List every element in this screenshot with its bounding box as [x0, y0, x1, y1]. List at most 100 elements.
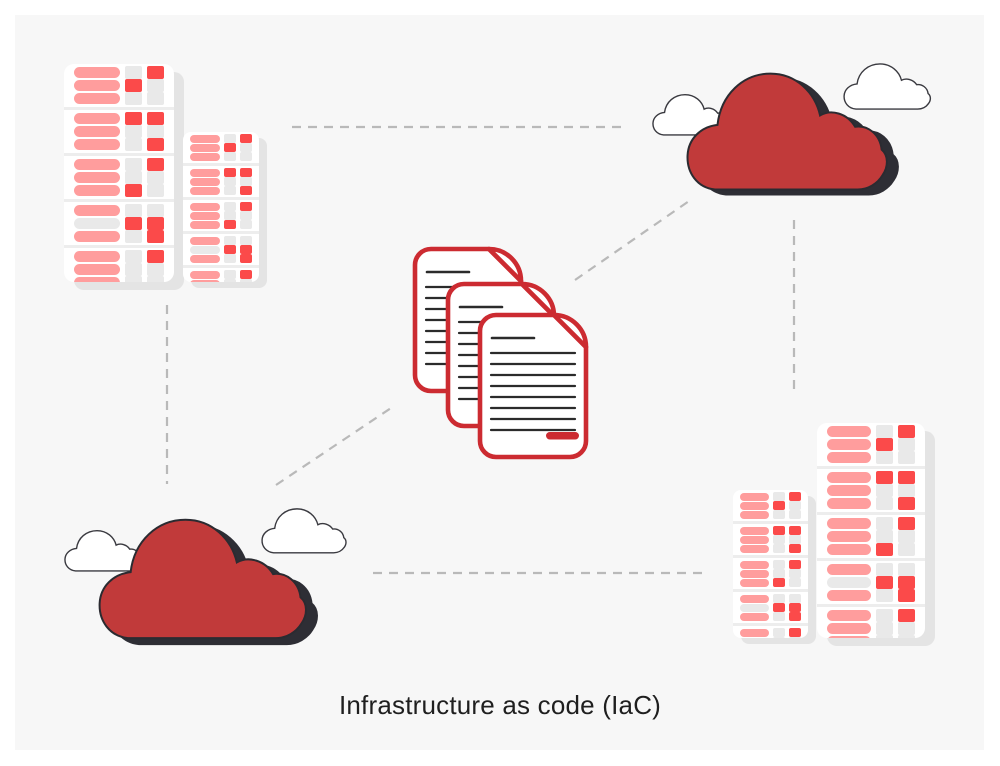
rack-indicator [898, 438, 915, 451]
rack-indicator [147, 158, 164, 171]
rack-indicator [125, 204, 142, 217]
rack-indicator [876, 438, 893, 451]
rack-row [74, 158, 164, 171]
rack-bar [190, 245, 220, 254]
rack-indicator [773, 510, 785, 519]
rack-bar [827, 577, 871, 588]
rack-bar [740, 612, 769, 621]
rack-indicator [125, 276, 142, 282]
rack-section [64, 64, 174, 110]
rack-bar [827, 564, 871, 575]
rack-row [74, 230, 164, 243]
rack-indicator [898, 471, 915, 484]
rack-indicator [898, 484, 915, 497]
rack-indicator [773, 501, 785, 510]
rack-indicator [240, 220, 252, 229]
rack-indicator [876, 517, 893, 530]
rack-bar [740, 560, 769, 569]
rack-indicator [240, 245, 252, 254]
rack-indicator [876, 609, 893, 622]
rack-bar [74, 67, 120, 78]
rack-row [740, 578, 801, 587]
rack-indicator [240, 186, 252, 195]
rack-bar [740, 603, 769, 612]
rack-indicator [240, 134, 252, 143]
rack-bar [74, 251, 120, 262]
server-rack-small [183, 132, 259, 282]
rack-row [74, 79, 164, 92]
rack-section [183, 200, 259, 234]
rack-section [183, 166, 259, 200]
rack-row [740, 569, 801, 578]
rack-section [817, 561, 925, 607]
rack-section [817, 607, 925, 638]
rack-indicator [240, 202, 252, 211]
rack-indicator [898, 425, 915, 438]
rack-indicator [147, 79, 164, 92]
rack-bar [740, 526, 769, 535]
rack-row [740, 560, 801, 569]
rack-indicator [147, 112, 164, 125]
rack-row [190, 254, 252, 263]
diagram-caption: Infrastructure as code (IaC) [338, 690, 662, 720]
rack-indicator [789, 628, 801, 637]
rack-indicator [773, 637, 785, 638]
rack-indicator [224, 279, 236, 282]
small-cloud-icon [64, 530, 143, 572]
rack-section [733, 524, 808, 558]
rack-section [64, 202, 174, 248]
cloud-top-right [652, 63, 931, 196]
rack-indicator [125, 263, 142, 276]
server-rack-icon [817, 423, 925, 638]
rack-indicator [773, 526, 785, 535]
rack-row [74, 112, 164, 125]
rack-bar [190, 168, 220, 177]
rack-bar [190, 202, 220, 211]
rack-section [817, 423, 925, 469]
rack-row [827, 530, 915, 543]
rack-bar [740, 637, 769, 638]
rack-indicator [789, 544, 801, 553]
server-rack-large [64, 64, 174, 282]
rack-indicator [898, 609, 915, 622]
rack-indicator [224, 186, 236, 195]
document-signature-mark [546, 432, 579, 440]
rack-row [74, 250, 164, 263]
rack-row [827, 609, 915, 622]
rack-indicator [773, 594, 785, 603]
rack-bar [74, 205, 120, 216]
rack-indicator [876, 576, 893, 589]
rack-bar [190, 134, 220, 143]
rack-bar [740, 544, 769, 553]
rack-indicator [224, 177, 236, 186]
small-cloud-icon [843, 63, 931, 110]
rack-bar [827, 439, 871, 450]
server-rack-large [817, 423, 925, 638]
rack-indicator [789, 594, 801, 603]
rack-indicator [224, 202, 236, 211]
rack-indicator [147, 184, 164, 197]
rack-indicator [789, 637, 801, 638]
rack-bar [827, 498, 871, 509]
rack-bar [740, 510, 769, 519]
rack-indicator [773, 628, 785, 637]
rack-row [74, 66, 164, 79]
rack-indicator [789, 578, 801, 587]
rack-indicator [876, 471, 893, 484]
rack-row [74, 217, 164, 230]
rack-bar [190, 143, 220, 152]
rack-indicator [240, 236, 252, 245]
rack-row [190, 186, 252, 195]
rack-bar [74, 264, 120, 275]
rack-section [733, 490, 808, 524]
rack-bar [74, 80, 120, 91]
rack-indicator [125, 112, 142, 125]
rack-indicator [147, 250, 164, 263]
rack-indicator [147, 230, 164, 243]
rack-row [190, 245, 252, 254]
rack-indicator [125, 184, 142, 197]
rack-bar [74, 126, 120, 137]
rack-indicator [789, 603, 801, 612]
rack-bar [827, 623, 871, 634]
rack-section [733, 592, 808, 626]
